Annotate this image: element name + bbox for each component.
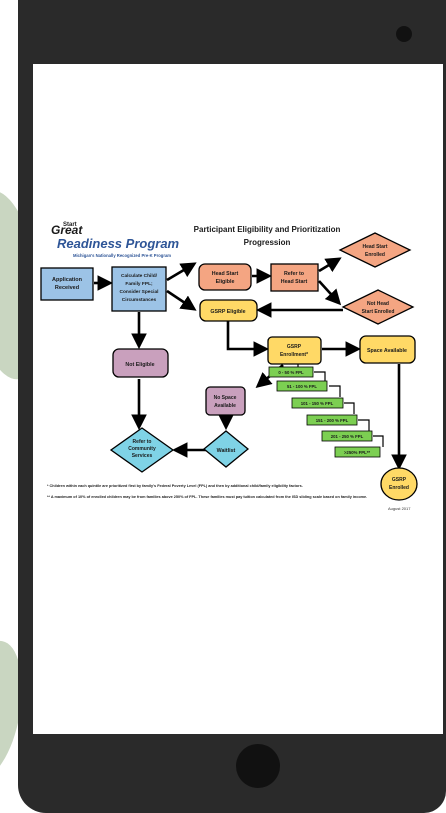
phone-screen: Great Start Readiness Program Michigan's… bbox=[33, 64, 443, 734]
refer-hs-line1: Refer to bbox=[284, 271, 305, 277]
no-space-line2: Available bbox=[214, 403, 236, 409]
refer-community-line1: Refer to bbox=[133, 439, 152, 445]
footnote-tuition: ** A maximum of 10% of enrolled children… bbox=[47, 495, 368, 499]
fpl-step-2-label: 51 - 100 % FPL bbox=[287, 384, 317, 389]
node-gsrp-enrollment bbox=[267, 336, 322, 365]
fpl-step-3 bbox=[291, 397, 344, 409]
camera-icon bbox=[396, 26, 412, 42]
node-gsrp-eligible bbox=[199, 299, 258, 322]
node-not-head-start-enrolled bbox=[341, 289, 415, 325]
logo-name: Readiness Program bbox=[57, 236, 180, 251]
space-available-text: Space Available bbox=[367, 348, 407, 354]
hs-eligible-line2: Eligible bbox=[216, 279, 235, 285]
not-hs-line2: Start Enrolled bbox=[362, 309, 395, 315]
calculate-line4: Circumstances bbox=[122, 297, 157, 303]
waitlist-text: Waitlist bbox=[217, 448, 236, 454]
node-refer-community-services bbox=[109, 427, 175, 473]
hs-eligible-line1: Head Start bbox=[212, 271, 239, 277]
fpl-step-6 bbox=[334, 446, 381, 458]
fpl-step-4-label: 151 - 200 % FPL bbox=[316, 418, 349, 423]
gsrp-enrolled-line2: Enrolled bbox=[389, 485, 409, 491]
logo-tagline: Michigan's Nationally Recognized Pre-K P… bbox=[73, 253, 171, 258]
fpl-step-1-label: 0 - 50 % FPL bbox=[278, 370, 304, 375]
node-gsrp-enrolled bbox=[380, 467, 418, 501]
no-space-line1: No Space bbox=[214, 395, 237, 401]
node-not-eligible bbox=[112, 348, 169, 378]
gsrp-enrollment-line1: GSRP bbox=[287, 344, 302, 350]
fpl-step-4 bbox=[306, 414, 358, 426]
gsrp-enrollment-line2: Enrollment* bbox=[280, 352, 308, 358]
node-waitlist bbox=[202, 430, 250, 468]
application-line1: Application bbox=[52, 277, 83, 283]
calculate-line1: Calculate Child/ bbox=[121, 273, 158, 279]
title-line1: Participant Eligibility and Prioritizati… bbox=[194, 225, 341, 234]
node-calculate-fpl bbox=[111, 266, 167, 312]
refer-community-line3: Services bbox=[132, 453, 153, 459]
gsrp-enrolled-line1: GSRP bbox=[392, 477, 407, 483]
fpl-step-6-label: >250% FPL** bbox=[344, 450, 370, 455]
node-refer-head-start bbox=[270, 263, 319, 292]
node-head-start-eligible bbox=[198, 263, 252, 291]
fpl-step-1 bbox=[268, 366, 314, 378]
home-button[interactable] bbox=[236, 744, 280, 788]
title-line2: Progression bbox=[244, 238, 291, 247]
fpl-step-2 bbox=[276, 380, 328, 392]
gsrp-eligible-text: GSRP Eligible bbox=[210, 309, 245, 315]
logo-start: Start bbox=[63, 222, 77, 228]
hs-enrolled-line1: Head Start bbox=[362, 244, 387, 250]
document-date: August 2017 bbox=[388, 506, 411, 511]
node-no-space-available bbox=[205, 386, 246, 416]
calculate-line3: Consider Special bbox=[120, 289, 159, 295]
refer-hs-line2: Head Start bbox=[281, 279, 308, 285]
not-eligible-text: Not Eligible bbox=[125, 362, 154, 368]
node-application-received bbox=[40, 267, 94, 301]
node-head-start-enrolled bbox=[338, 232, 412, 268]
fpl-step-5 bbox=[321, 430, 373, 442]
application-line2: Received bbox=[55, 285, 79, 291]
node-space-available bbox=[359, 335, 416, 364]
fpl-step-5-label: 201 - 250 % FPL bbox=[331, 434, 364, 439]
refer-community-line2: Community bbox=[128, 446, 156, 452]
calculate-line2: Family FPL; bbox=[125, 281, 153, 287]
fpl-step-3-label: 101 - 150 % FPL bbox=[301, 401, 334, 406]
footnote-prioritization: * Children within each quintile are prio… bbox=[47, 484, 303, 488]
not-hs-line1: Not Head bbox=[367, 301, 389, 307]
hs-enrolled-line2: Enrolled bbox=[365, 252, 385, 258]
flowchart: Great Start Readiness Program Michigan's… bbox=[40, 222, 418, 501]
logo-great: Great bbox=[51, 223, 83, 237]
